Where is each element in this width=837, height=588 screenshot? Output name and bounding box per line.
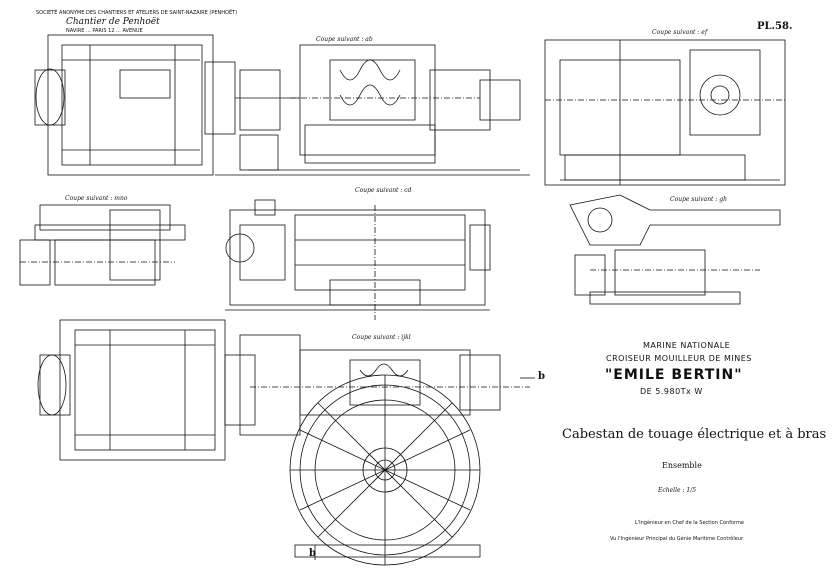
plate-number: PL.58.	[757, 21, 793, 32]
section-mno-view	[19, 204, 186, 286]
drawing-subtitle: Ensemble	[662, 461, 702, 470]
drawing-scale: Echelle : 1/5	[658, 487, 697, 494]
yard-name: Chantier de Penhoët	[66, 17, 160, 27]
signature-line: Vu l'Ingénieur Principal du Génie Mariti…	[610, 536, 744, 542]
displacement: DE 5.980Tx W	[640, 387, 703, 396]
ref-letter-b-bottom: b	[309, 548, 316, 559]
label-section-ab: Coupe suivant : ab	[316, 36, 373, 43]
capstan-wheel	[289, 374, 481, 566]
title-line2: CROISEUR MOUILLEUR DE MINES	[606, 354, 752, 363]
ref-letter-b-right: b	[538, 371, 545, 382]
section-cd-view	[225, 199, 491, 320]
yard-location: NAVIRE ... PARIS 12 ... AVENUE	[66, 28, 143, 34]
label-section-ijkl: Coupe suivant : ijkl	[352, 334, 411, 341]
drawing-title: Cabestan de touage électrique et à bras	[562, 427, 827, 442]
top-motor-view	[34, 34, 530, 176]
ship-name: "EMILE BERTIN"	[605, 367, 743, 383]
company-line: SOCIÉTÉ ANONYME DES CHANTIERS ET ATELIER…	[36, 10, 238, 16]
section-gh-view	[569, 194, 781, 305]
label-section-ef: Coupe suivant : ef	[652, 29, 708, 36]
label-section-gh: Coupe suivant : gh	[670, 196, 728, 203]
bottom-motor-view	[37, 319, 530, 461]
label-section-mno: Coupe suivant : mno	[65, 195, 128, 202]
title-line1: MARINE NATIONALE	[643, 341, 731, 350]
label-section-cd: Coupe suivant : cd	[355, 187, 412, 194]
section-ef-view	[544, 39, 786, 186]
approval-line: L'Ingénieur en Chef de la Section Confor…	[635, 520, 744, 526]
